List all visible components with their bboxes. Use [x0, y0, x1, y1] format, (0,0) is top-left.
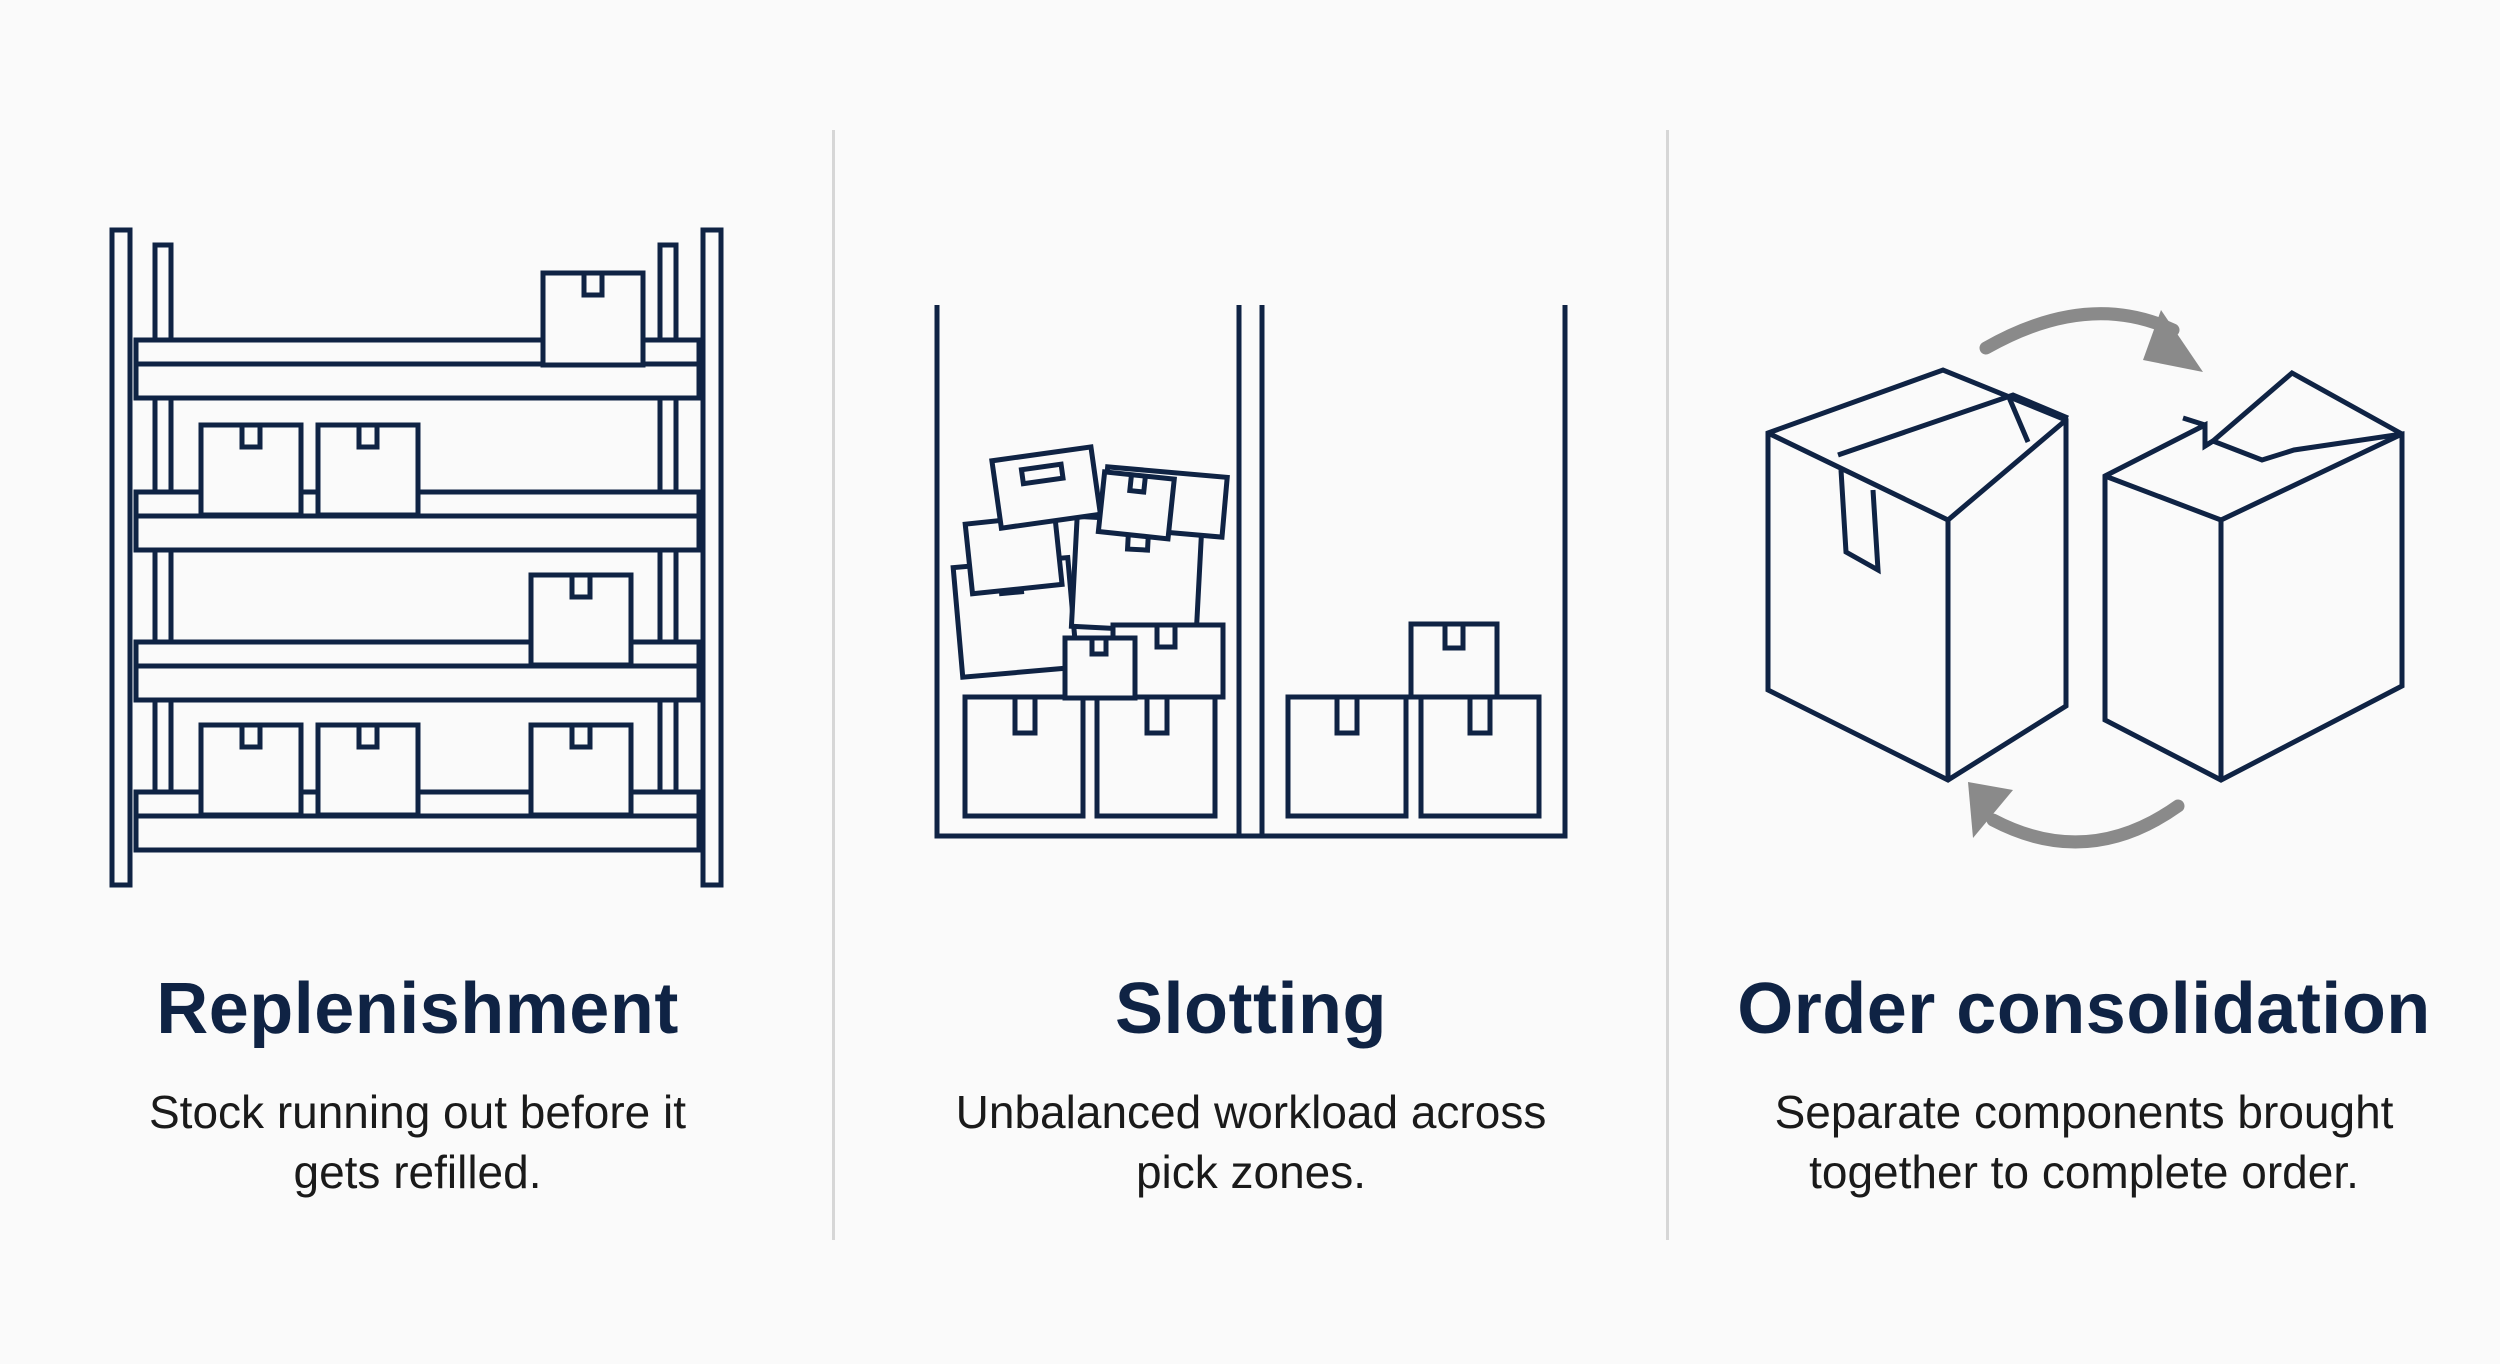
panel-description: Separate components brought together to …	[1668, 1082, 2500, 1202]
panel-replenishment: Replenishment Stock running out before i…	[0, 0, 835, 1364]
box-icon	[2102, 369, 2405, 783]
taped-box-icon	[1765, 367, 2069, 783]
box-icon	[315, 722, 421, 818]
divider	[832, 130, 835, 1240]
box-icon	[198, 722, 304, 818]
panel-description: Unbalanced workload across pick zones.	[835, 1082, 1667, 1202]
description-line: gets refilled.	[293, 1146, 542, 1198]
description-line: Separate components brought	[1774, 1086, 2394, 1138]
description-line: together to complete order.	[1809, 1146, 2359, 1198]
box-icon	[1285, 694, 1409, 819]
box-icon	[1094, 694, 1218, 819]
description-line: pick zones.	[1135, 1146, 1367, 1198]
box-icon	[1095, 469, 1178, 542]
box-icon	[528, 722, 634, 818]
box-icon	[198, 422, 304, 518]
box-icon	[315, 422, 421, 518]
box-icon	[528, 572, 634, 668]
box-icon	[989, 444, 1104, 531]
box-icon	[1418, 694, 1542, 819]
pick-zones-icon	[934, 305, 1568, 839]
box-icon	[1062, 635, 1138, 701]
panel-description: Stock running out before it gets refille…	[0, 1082, 835, 1202]
box-icon	[540, 270, 646, 368]
divider	[1666, 130, 1669, 1240]
panel-slotting: Slotting Unbalanced workload across pick…	[835, 0, 1667, 1364]
box-icon	[1408, 621, 1500, 700]
box-consolidation-icon	[1765, 307, 2405, 849]
panel-title: Replenishment	[156, 969, 679, 1049]
panel-title: Order consolidation	[1737, 969, 2431, 1049]
swap-arrow-icon	[1979, 307, 2203, 372]
shelving-rack-icon	[109, 227, 724, 888]
panel-title: Slotting	[1115, 969, 1387, 1049]
swap-arrow-icon	[1968, 782, 2185, 849]
description-line: Stock running out before it	[149, 1086, 686, 1138]
box-icon	[962, 694, 1086, 819]
panel-order-consolidation: Order consolidation Separate components …	[1668, 0, 2500, 1364]
description-line: Unbalanced workload across	[955, 1086, 1547, 1138]
